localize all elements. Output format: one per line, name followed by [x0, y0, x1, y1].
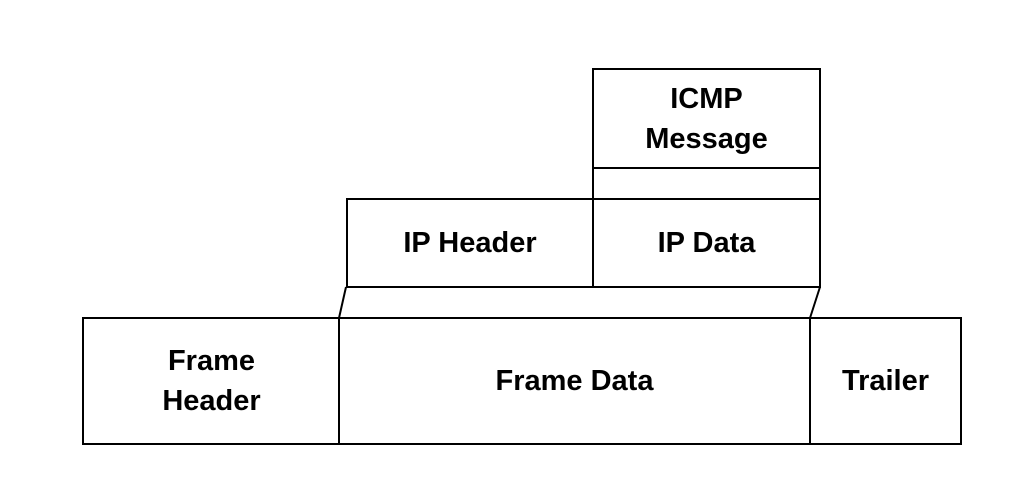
trailer-box — [809, 317, 962, 445]
ip-to-framedata-left-line — [338, 286, 347, 319]
ip-header-box — [346, 198, 594, 288]
ip-data-box — [592, 198, 821, 288]
icmp-message-box — [592, 68, 821, 169]
frame-data-label: Frame Data — [495, 365, 654, 397]
frame-data-box — [338, 317, 811, 445]
frame-header-label: Frame Header — [162, 345, 261, 417]
ip-header-label: IP Header — [403, 227, 537, 259]
trailer-label: Trailer — [841, 365, 930, 397]
ip-to-framedata-right-line — [809, 286, 821, 319]
ip-data-label: IP Data — [657, 227, 756, 259]
frame-header-box — [82, 317, 341, 445]
icmp-message-label: ICMP Message — [645, 82, 768, 155]
